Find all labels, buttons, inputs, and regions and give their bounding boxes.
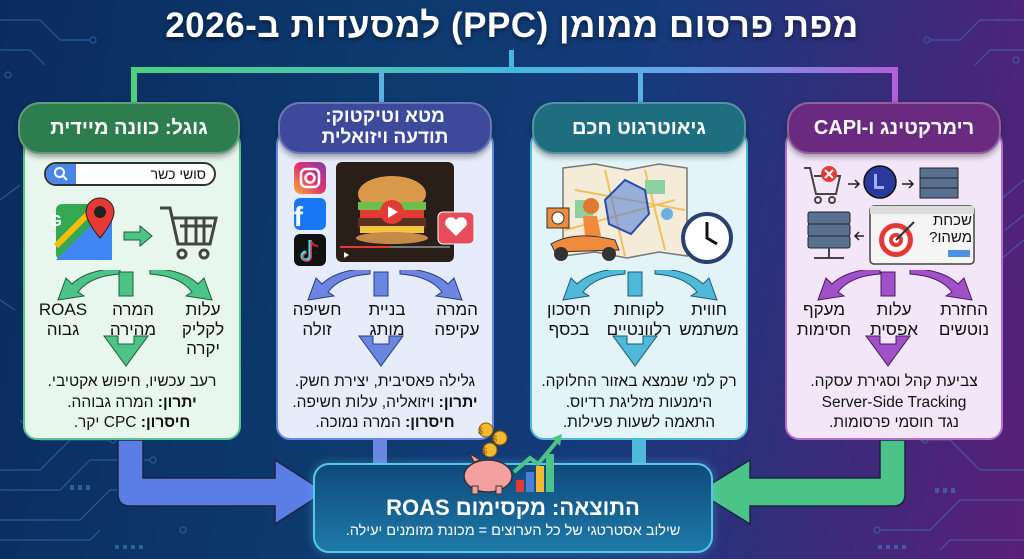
remarketing-icons [804,165,975,265]
google-icons: G [52,197,218,260]
abandoned-cart-icon [804,166,842,204]
video-player-icon [336,162,454,262]
delivery-scooter-icon [546,198,620,261]
svg-text:$: $ [482,446,487,456]
remarketing-branch-arrows [817,270,973,367]
facebook-icon: f [294,198,326,232]
heart-icon [437,211,475,245]
result-icons: $ $ $ [463,422,562,495]
server-rack-icon [807,211,851,259]
meta-description: גלילה פאסיבית, יצירת חשק. יתרון: ויזואלי… [292,373,478,432]
coins-icon: $ $ $ [478,422,508,458]
clock-icon [681,212,733,264]
arrow-to-result-left [117,439,327,526]
search-icon[interactable] [46,164,76,184]
shopping-cart-icon [160,206,218,260]
growth-chart-icon [512,434,562,492]
meta-icons: f [294,162,475,266]
google-maps-icon: G [52,197,115,260]
piggy-bank-icon [463,452,513,495]
pixel-icon [863,165,897,199]
meta-branch-arrows [307,270,463,367]
remarketing-description: צביעת קהל וסגירת עסקה. Server-Side Track… [810,373,978,432]
google-description: רעב עכשיו, חיפוש אקטיבי. יתרון: המרה גבו… [47,373,217,432]
google-branch-arrows [57,270,213,367]
geo-branch-arrows [562,270,718,367]
target-icon [879,221,915,257]
result-box: התוצאה: מקסימום ROAS שילוב אסטרטגי של כל… [313,463,713,553]
geo-icons [546,163,733,264]
page-title: מפת פרסום ממומן (PPC) למסעדות ב-2026 [165,6,859,45]
card-google-header: גוגל: כוונה מיידית [18,102,240,154]
svg-text:f: f [294,201,304,232]
card-meta-header: מטא וטיקטוק: תודעה ויזואלית [278,102,492,154]
search-query: סושי כשר [150,166,206,182]
result-title: התוצאה: מקסימום ROAS [386,495,640,520]
tiktok-icon [294,234,326,266]
search-input[interactable]: סושי כשר [44,162,216,186]
server-icon [919,167,959,199]
geo-description: רק למי שנמצא באזור החלוקה. הימנעות מזליג… [541,373,737,432]
arrow-right-icon [123,224,153,248]
arrow-to-result-right [696,439,906,526]
instagram-icon [294,162,326,194]
svg-text:G: G [52,213,62,230]
result-subtitle: שילוב אסטרטגי של כל הערוצים = מכונת מזומ… [345,523,681,539]
svg-text:$: $ [492,434,497,444]
svg-text:$: $ [478,426,483,436]
card-remarketing-header: רימרקטינג ו-CAPI [787,102,1001,154]
card-geo-header: גיאוטרגוט חכם [532,102,746,154]
